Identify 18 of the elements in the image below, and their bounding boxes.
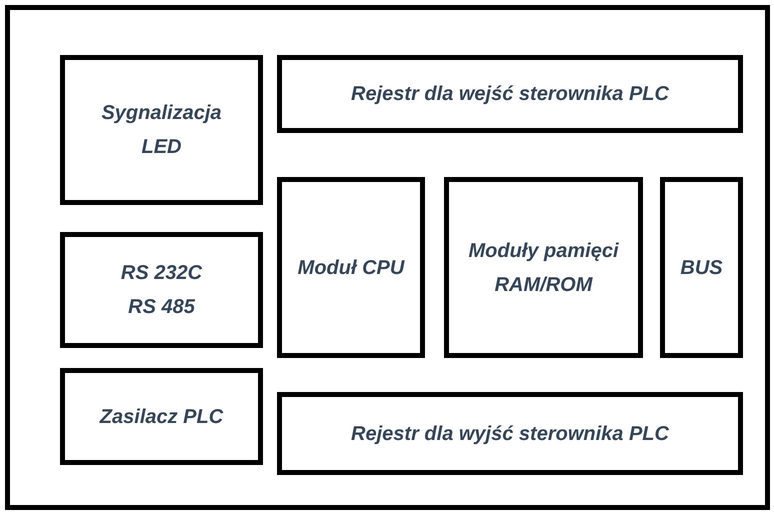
module-box [60,55,263,205]
module-box [277,55,743,133]
module-box [60,368,263,465]
module-box [277,177,425,358]
module-label: BUS [680,256,723,280]
outer-frame [5,5,770,510]
module-label: Zasilacz PLC [100,404,224,430]
module-box [60,232,263,348]
module-label: Rejestr dla wyjść sterownika PLC [351,422,669,446]
module-label: Rejestr dla wejść sterownika PLC [351,82,669,107]
module-label: Moduł CPU [298,256,404,280]
module-label: Moduły pamięci RAM/ROM [467,238,620,298]
module-label: RS 232C [120,261,202,286]
module-box [444,177,643,358]
module-box [660,177,743,358]
module-label: RS 485 [128,295,195,320]
module-box [277,392,743,475]
module-label: Sygnalizacja LED [100,101,223,160]
